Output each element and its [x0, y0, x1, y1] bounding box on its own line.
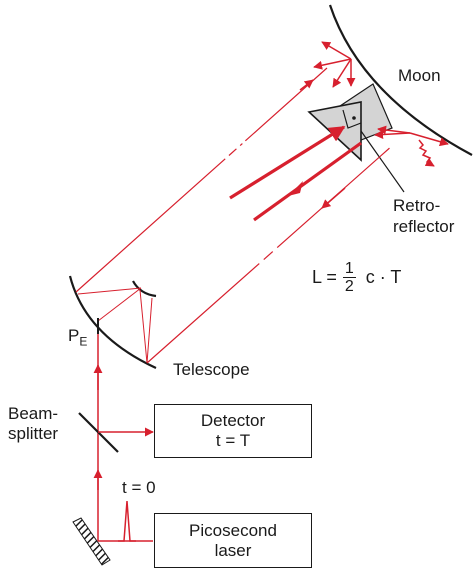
telescope-rays	[77, 287, 153, 364]
scatter-arrows-right	[374, 125, 449, 147]
right-angle-icon	[342, 109, 362, 129]
arrow-upper-beam	[299, 79, 314, 91]
scatter-arrows-top	[313, 41, 356, 88]
formula-fraction: 1 2	[342, 260, 356, 295]
beamsplitter-label-line1: Beam-	[8, 404, 59, 423]
arrow-lower-beam	[321, 187, 346, 209]
retroreflector-label-line2: reflector	[393, 217, 455, 236]
telescope-secondary-mirror	[132, 280, 157, 298]
pulse-icon	[118, 500, 136, 542]
moon-label: Moon	[398, 66, 441, 85]
formula-numerator: 1	[342, 260, 356, 278]
pe-label: PE	[68, 326, 87, 351]
thick-beam-out	[253, 141, 362, 222]
distance-formula: L = 1 2 c · T	[312, 260, 401, 295]
mirror-icon	[72, 517, 111, 566]
formula-denominator: 2	[344, 278, 354, 295]
retroreflector	[307, 83, 405, 193]
t-zero-label: t = 0	[122, 478, 156, 497]
laser-line2: laser	[214, 540, 252, 560]
retroreflector-label-line1: Retro-	[393, 196, 441, 215]
thick-beam-in	[229, 125, 346, 200]
detector-line1: Detector	[200, 411, 266, 430]
formula-rhs: c · T	[365, 267, 402, 287]
beam-right-lower	[146, 144, 394, 364]
pe-main: P	[68, 326, 80, 345]
pe-sub: E	[79, 334, 88, 349]
wavy-arrow-icon	[418, 139, 435, 167]
detector-line2: t = T	[215, 431, 251, 450]
beamsplitter-label-line2: splitter	[8, 424, 59, 443]
beam-left-upper	[75, 67, 328, 293]
laser-line1: Picosecond	[189, 520, 277, 540]
telescope-label: Telescope	[173, 360, 250, 379]
detector-box: Detector t = T	[154, 404, 312, 458]
formula-lhs: L =	[312, 267, 337, 287]
laser-box: Picosecond laser	[154, 513, 312, 568]
thick-beam-out-head	[288, 181, 303, 196]
